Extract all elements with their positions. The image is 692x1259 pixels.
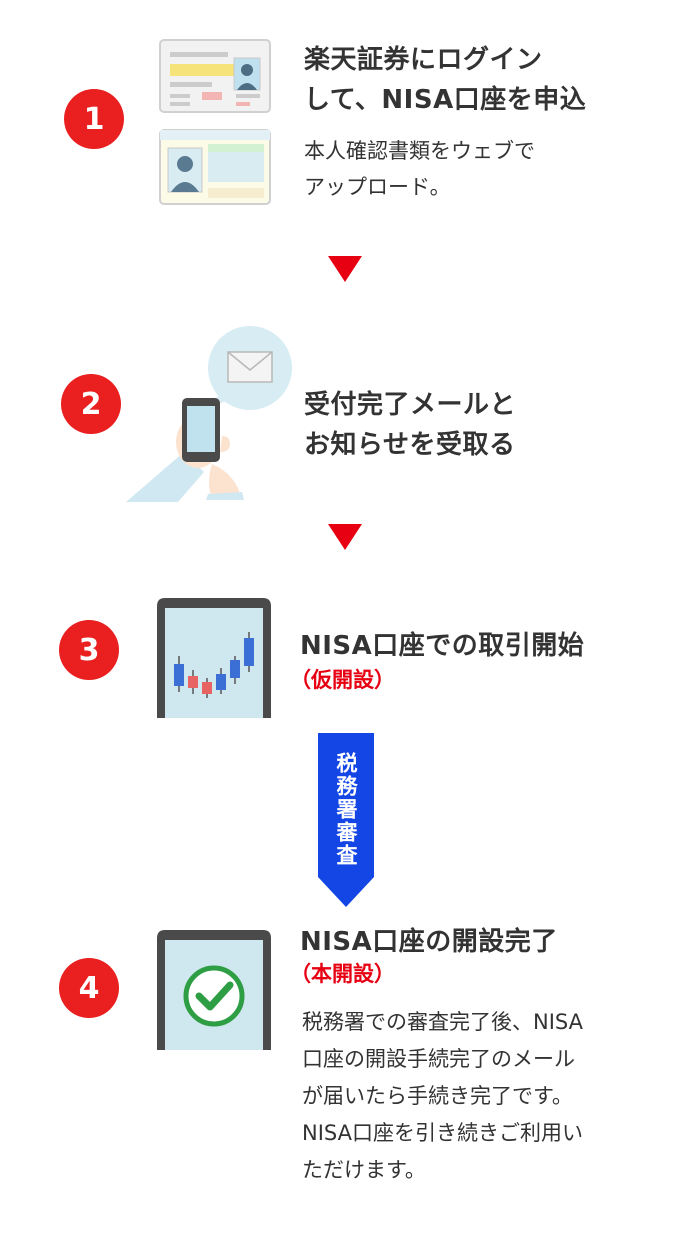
tablet-chart-icon: [157, 598, 271, 718]
down-arrow-icon: [328, 256, 362, 282]
step-3-subtitle: （仮開設）: [290, 668, 395, 692]
tablet-check-icon: [157, 930, 271, 1050]
step-3-number: 3: [78, 632, 100, 668]
down-arrow-icon: [328, 524, 362, 550]
step-4-description: 税務署での審査完了後、NISA 口座の開設手続完了のメール が届いたら手続き完了…: [302, 1004, 583, 1189]
step-4-description-line: 税務署での審査完了後、NISA: [302, 1010, 583, 1034]
tax-office-review-label: 税務署審査: [334, 752, 358, 867]
step-4-description-line: ただけます。: [302, 1158, 426, 1182]
step-4-description-line: 口座の開設手続完了のメール: [302, 1047, 575, 1071]
step-3-number-badge: 3: [59, 620, 119, 680]
tax-office-review-arrow: [318, 733, 374, 907]
step-4-number-badge: 4: [59, 958, 119, 1018]
step-1-description: 本人確認書類をウェブで アップロード。: [304, 133, 535, 205]
step-2-number-badge: 2: [61, 374, 121, 434]
step-1-number: 1: [83, 101, 105, 137]
step-1-description-line2: アップロード。: [304, 175, 451, 199]
step-1-title-line1: 楽天証券にログイン: [304, 45, 543, 75]
step-4-subtitle: （本開設）: [290, 962, 395, 986]
step-1-title: 楽天証券にログイン して、NISA口座を申込: [304, 40, 586, 120]
step-3-title: NISA口座での取引開始: [300, 631, 585, 661]
step-2-title-line2: お知らせを受取る: [304, 430, 516, 460]
step-2-title: 受付完了メールと お知らせを受取る: [304, 385, 516, 465]
step-4-description-line: NISA口座を引き続きご利用い: [302, 1121, 583, 1145]
step-1-number-badge: 1: [64, 89, 124, 149]
step-4-number: 4: [78, 970, 100, 1006]
step-4-title: NISA口座の開設完了: [300, 927, 558, 957]
smartphone-mail-icon: [126, 326, 292, 502]
step-1-title-line2: して、NISA口座を申込: [304, 85, 587, 115]
id-card-documents-icon: [159, 39, 271, 205]
step-2-title-line1: 受付完了メールと: [304, 390, 517, 420]
step-1-description-line1: 本人確認書類をウェブで: [304, 139, 535, 163]
step-4-description-line: が届いたら手続き完了です。: [302, 1084, 573, 1108]
step-2-number: 2: [80, 386, 102, 422]
